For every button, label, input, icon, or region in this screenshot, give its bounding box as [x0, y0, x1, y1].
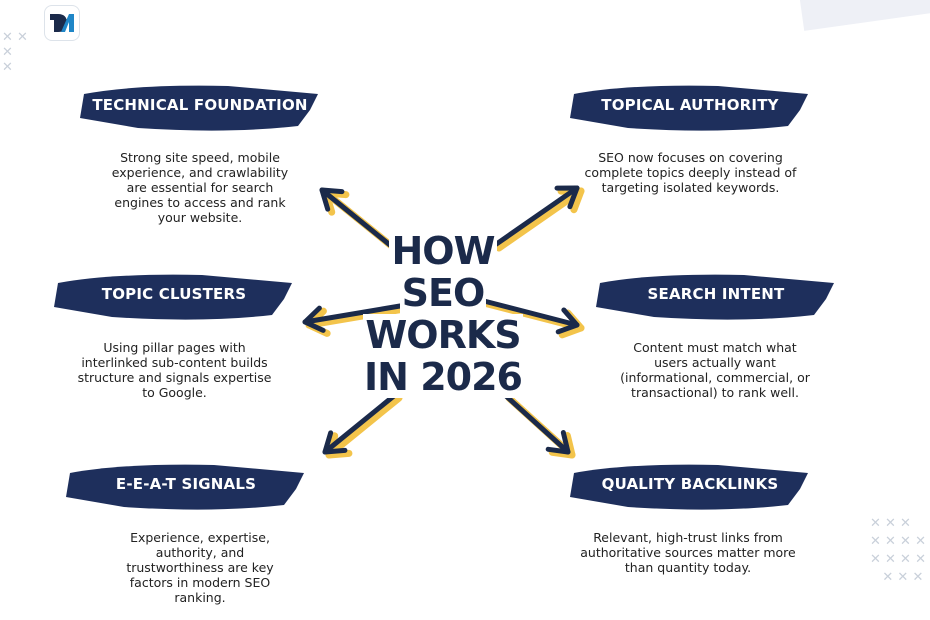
brush-stroke: [66, 464, 304, 510]
main-title: HOW SEO WORKS IN 2026: [343, 230, 543, 398]
heading-text: E-E-A-T SIGNALS: [115, 475, 257, 493]
heading-topical-authority: TOPICAL AUTHORITY: [568, 76, 812, 138]
arrow-right-icon: [477, 297, 585, 339]
title-line: WORKS: [363, 313, 523, 357]
heading-eeat-signals: E-E-A-T SIGNALS: [64, 455, 308, 517]
description-topic-clusters: Using pillar pages with interlinked sub-…: [77, 340, 272, 400]
arrow-up-left-icon: [319, 187, 398, 252]
heading-search-intent: SEARCH INTENT: [594, 265, 838, 327]
heading-quality-backlinks: QUALITY BACKLINKS: [568, 455, 812, 517]
arrow-down-left-icon: [322, 392, 403, 459]
dm-logo-icon: [50, 14, 74, 32]
title-line: HOW: [389, 229, 497, 273]
brush-stroke: [54, 274, 292, 320]
heading-text: TOPICAL AUTHORITY: [601, 96, 779, 114]
brush-stroke: [80, 85, 318, 131]
description-technical-foundation: Strong site speed, mobile experience, an…: [111, 150, 289, 225]
description-eeat-signals: Experience, expertise, authority, and tr…: [126, 530, 274, 605]
decorative-cross-icon: ✕ ✕✕✕: [2, 30, 28, 75]
heading-text: TECHNICAL FOUNDATION: [92, 96, 308, 114]
description-quality-backlinks: Relevant, high-trust links from authorit…: [580, 530, 796, 575]
brush-stroke: [570, 85, 808, 131]
brush-stroke: [570, 464, 808, 510]
title-line: SEO: [399, 271, 487, 315]
heading-text: TOPIC CLUSTERS: [101, 285, 247, 303]
arrow-up-right-icon: [492, 185, 585, 252]
decorative-cross-icon: ✕ ✕ ✕✕ ✕ ✕ ✕✕ ✕ ✕ ✕ ✕ ✕ ✕: [870, 516, 926, 585]
arrow-left-icon: [302, 303, 408, 337]
description-search-intent: Content must match what users actually w…: [620, 340, 810, 400]
heading-topic-clusters: TOPIC CLUSTERS: [52, 265, 296, 327]
heading-text: SEARCH INTENT: [647, 285, 785, 303]
description-topical-authority: SEO now focuses on covering complete top…: [584, 150, 797, 195]
arrow-down-right-icon: [502, 392, 576, 459]
brush-stroke: [596, 274, 834, 320]
logo: [44, 5, 80, 41]
title-line: IN 2026: [362, 355, 524, 399]
heading-technical-foundation: TECHNICAL FOUNDATION: [78, 76, 322, 138]
heading-text: QUALITY BACKLINKS: [601, 475, 779, 493]
